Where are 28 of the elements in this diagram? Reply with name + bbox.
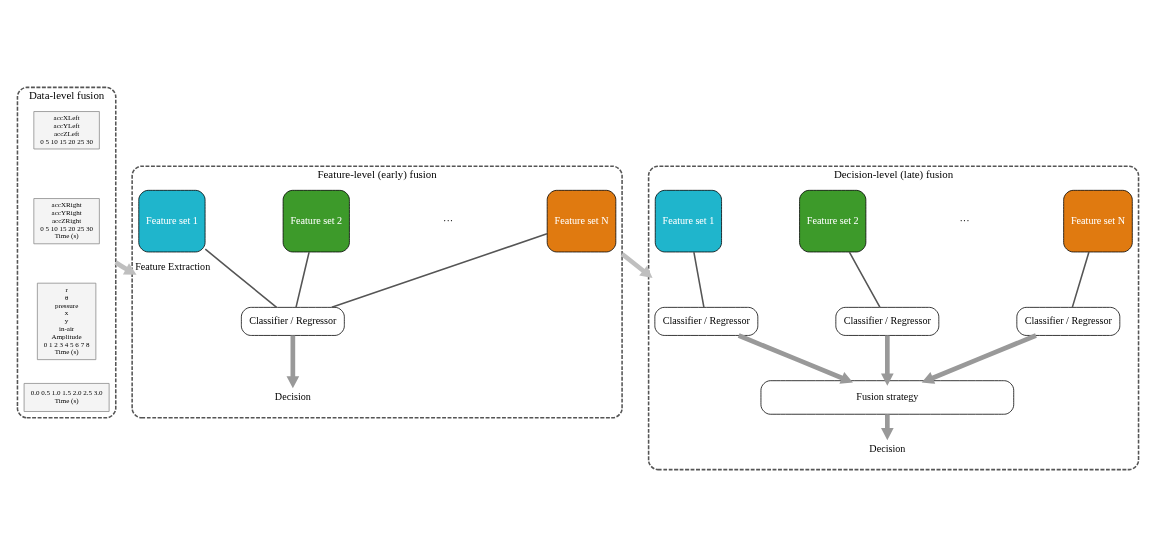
connector bbox=[1071, 250, 1090, 308]
node-box: Feature set N bbox=[1063, 189, 1133, 252]
node-box: Feature set 1 bbox=[654, 189, 722, 252]
node-box: Classifier / Regressor bbox=[240, 306, 345, 336]
label: ··· bbox=[443, 214, 454, 226]
arrow bbox=[881, 413, 894, 440]
node-box: Feature set 2 bbox=[799, 189, 867, 252]
node-text: Decision bbox=[274, 390, 311, 402]
connector bbox=[295, 250, 310, 308]
label: ··· bbox=[959, 214, 970, 226]
arrow bbox=[921, 332, 1037, 384]
node-box: Feature set 1 bbox=[138, 189, 206, 252]
node-text: Decision bbox=[869, 442, 906, 454]
connector bbox=[331, 232, 548, 308]
node-box: Feature set 2 bbox=[282, 189, 350, 252]
edge-label: Feature Extraction bbox=[135, 260, 211, 272]
arrow bbox=[737, 332, 853, 384]
arrow bbox=[286, 335, 300, 388]
node-box: Classifier / Regressor bbox=[835, 306, 940, 336]
node-box: Classifier / Regressor bbox=[1016, 306, 1121, 336]
connector bbox=[848, 250, 881, 308]
node-box: Classifier / Regressor bbox=[654, 306, 759, 336]
node-box: Feature set N bbox=[546, 189, 617, 252]
arrow bbox=[620, 251, 653, 278]
node-box: Fusion strategy bbox=[760, 379, 1015, 415]
arrow bbox=[881, 335, 894, 386]
connector bbox=[204, 247, 278, 308]
connector bbox=[693, 250, 705, 308]
